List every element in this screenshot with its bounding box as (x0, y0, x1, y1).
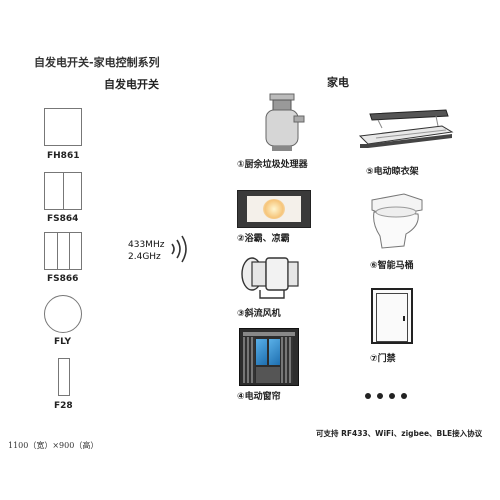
dimension-footer: 1100（宽）×900（高） (8, 441, 99, 450)
signal-freq-433: 433MHz (128, 240, 165, 250)
appliance-label-3: ③斜流风机 (237, 309, 281, 319)
switch-fly-icon (44, 295, 82, 333)
appliance-label-6: ⑥智能马桶 (370, 261, 414, 271)
signal-freq-24g: 2.4GHz (128, 252, 161, 262)
appliance-label-5: ⑤电动晾衣架 (366, 167, 419, 177)
switch-fs864-icon (44, 172, 82, 210)
switch-fh861-icon (44, 108, 82, 146)
door-icon (371, 288, 413, 344)
switch-label-fs864: FS864 (47, 214, 79, 224)
more-dot (389, 393, 395, 399)
switch-f28-icon (58, 358, 70, 396)
wireless-signal-icon (171, 235, 187, 263)
garbage-disposer-icon (265, 93, 305, 151)
switch-label-fly: FLY (54, 337, 71, 347)
appliance-label-7: ⑦门禁 (370, 354, 396, 364)
inline-fan-icon (241, 257, 299, 299)
curtain-icon (239, 328, 299, 386)
clothes-rack-icon (358, 109, 454, 148)
more-dot (365, 393, 371, 399)
bath-heater-icon (237, 190, 311, 228)
appliance-label-4: ④电动窗帘 (237, 392, 281, 402)
smart-toilet-icon (371, 193, 423, 249)
switch-label-fh861: FH861 (47, 151, 80, 161)
more-dot (401, 393, 407, 399)
appliance-section-header: 家电 (327, 76, 349, 89)
switch-label-f28: F28 (54, 401, 73, 411)
switch-label-fs866: FS866 (47, 274, 79, 284)
protocol-note: 可支持 RF433、WiFi、zigbee、BLE接入协议 (316, 429, 483, 438)
appliance-label-1: ①厨余垃圾处理器 (237, 160, 308, 170)
more-dot (377, 393, 383, 399)
switch-section-header: 自发电开关 (104, 78, 159, 91)
more-appliances-ellipsis (365, 384, 413, 403)
appliance-label-2: ②浴霸、凉霸 (237, 234, 290, 244)
page-title: 自发电开关-家电控制系列 (34, 56, 160, 69)
switch-fs866-icon (44, 232, 82, 270)
